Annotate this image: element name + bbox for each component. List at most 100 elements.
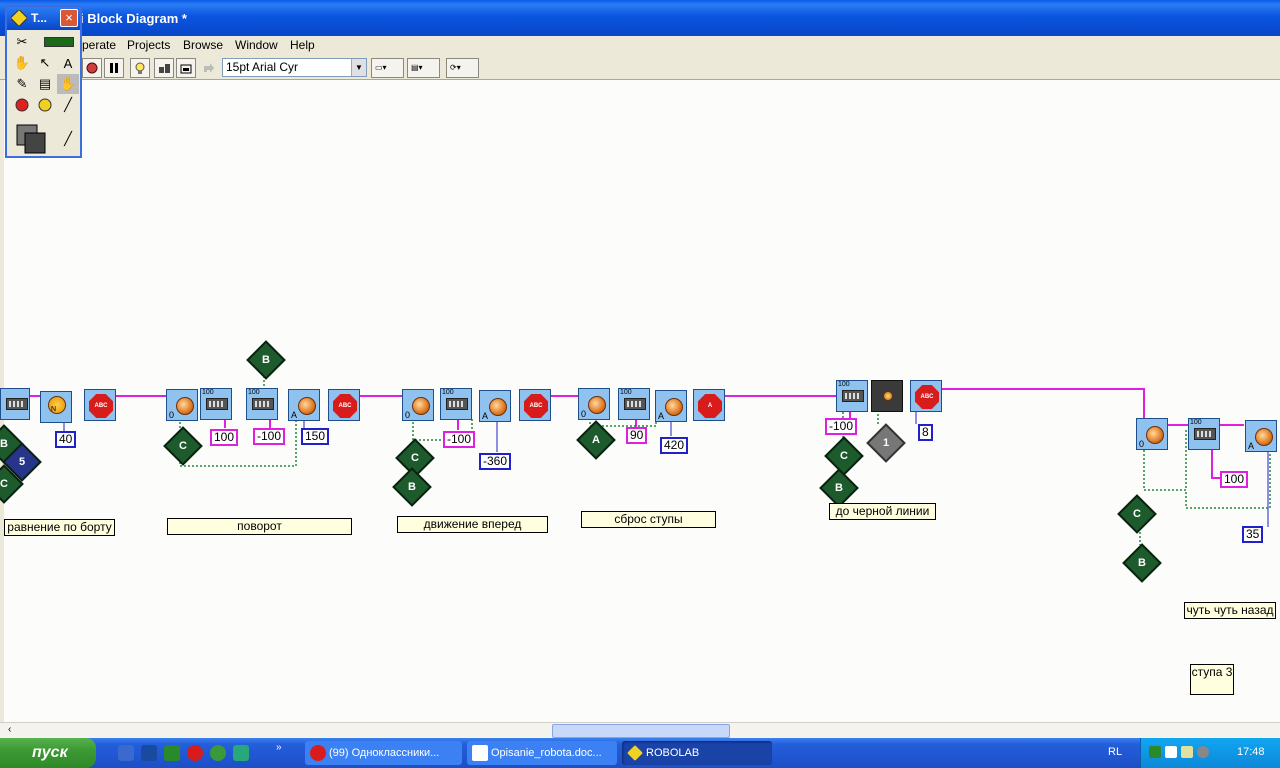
color-swatch-icon[interactable]	[13, 123, 49, 155]
motor-block[interactable]: 100	[618, 388, 650, 420]
opera-icon	[310, 745, 326, 761]
label-drop-stupa[interactable]: сброс ступы	[581, 511, 716, 528]
auto-tool-icon[interactable]: ✂	[16, 34, 28, 49]
reset-rotation-block[interactable]: 0	[1136, 418, 1168, 450]
robolab-icon	[627, 745, 643, 761]
sensor-block[interactable]	[0, 388, 30, 420]
tools-titlebar[interactable]: T... ×	[7, 7, 80, 30]
value-35[interactable]: 35	[1242, 526, 1264, 543]
label-move-forward[interactable]: движение вперед	[397, 516, 548, 533]
tray-volume-icon[interactable]	[1181, 746, 1193, 758]
label-turn[interactable]: поворот	[167, 518, 352, 535]
align-objects-dropdown[interactable]: ▭▾	[371, 58, 404, 78]
value-minus-100[interactable]: -100	[443, 431, 476, 448]
position-arrow-icon[interactable]: ↖	[39, 55, 51, 70]
menu-operate[interactable]: perate	[82, 38, 117, 52]
value-100[interactable]: 100	[210, 429, 239, 446]
value-8[interactable]: 8	[918, 424, 933, 441]
label-to-black-line[interactable]: до черной линии	[829, 503, 936, 520]
menu-projects[interactable]: Projects	[127, 38, 171, 52]
reset-rotation-block[interactable]: 0	[166, 389, 198, 421]
menu-window[interactable]: Window	[235, 38, 278, 52]
tray-security-icon[interactable]	[1197, 746, 1209, 758]
stop-block[interactable]: A	[693, 389, 725, 421]
stop-block[interactable]: ABC	[519, 389, 551, 421]
quicklaunch-ie-icon[interactable]	[118, 745, 134, 761]
motor-block[interactable]: 100	[200, 388, 232, 420]
wait-rotation-block[interactable]: A	[1245, 420, 1277, 452]
stop-block[interactable]: ABC	[84, 389, 116, 421]
font-select-value: 15pt Arial Cyr	[226, 60, 299, 74]
label-align-board[interactable]: равнение по борту	[4, 519, 115, 536]
motor-block[interactable]: 100	[440, 388, 472, 420]
quicklaunch-opera-icon[interactable]	[187, 745, 203, 761]
abort-icon[interactable]	[82, 58, 102, 78]
wait-rotation-block[interactable]: A	[479, 390, 511, 422]
window-title: i Block Diagram *	[80, 11, 187, 26]
reset-rotation-block[interactable]: 0	[402, 389, 434, 421]
wait-rotation-block[interactable]: A	[288, 389, 320, 421]
counter-block[interactable]: N	[40, 391, 72, 423]
operate-hand-icon[interactable]: ✋	[13, 55, 31, 70]
value-minus-100[interactable]: -100	[825, 418, 858, 435]
quicklaunch-word-icon[interactable]	[141, 745, 157, 761]
value-minus-360[interactable]: -360	[479, 453, 512, 470]
pause-icon[interactable]	[104, 58, 124, 78]
start-button[interactable]: пуск	[0, 738, 96, 768]
motor-block[interactable]: 100	[836, 380, 868, 412]
step-into-icon[interactable]	[154, 58, 174, 78]
wiring-tool-icon[interactable]: ✎	[16, 76, 28, 91]
value-40[interactable]: 40	[55, 431, 77, 448]
stop-block[interactable]: ABC	[328, 389, 360, 421]
chevron-more-icon[interactable]: »	[276, 742, 282, 753]
value-150[interactable]: 150	[301, 428, 330, 445]
quicklaunch-app-icon[interactable]	[233, 745, 249, 761]
wait-rotation-block[interactable]: A	[655, 390, 687, 422]
system-tray: 17:48	[1140, 738, 1280, 768]
value-90[interactable]: 90	[626, 427, 648, 444]
menu-browse[interactable]: Browse	[183, 38, 224, 52]
highlight-execution-icon[interactable]	[130, 58, 150, 78]
motor-block[interactable]: 100	[246, 388, 278, 420]
value-420[interactable]: 420	[660, 437, 689, 454]
start-label: пуск	[32, 744, 68, 761]
close-icon[interactable]: ×	[60, 9, 78, 27]
light-sensor-wait-block[interactable]	[871, 380, 903, 412]
task-robolab[interactable]: ROBOLAB	[622, 741, 772, 765]
probe-icon[interactable]	[34, 95, 56, 115]
step-over-icon[interactable]	[176, 58, 196, 78]
tray-app-icon[interactable]	[1149, 746, 1161, 758]
shortcut-menu-icon[interactable]: ▤	[38, 76, 52, 91]
robolab-icon	[11, 10, 27, 26]
breakpoint-icon[interactable]	[11, 95, 33, 115]
chevron-down-icon[interactable]: ▼	[351, 59, 366, 76]
color-copy-icon[interactable]: ╱	[64, 97, 72, 112]
scroll-hand-icon[interactable]: ✋	[57, 74, 79, 94]
tray-network-icon[interactable]	[1165, 746, 1177, 758]
distribute-objects-dropdown[interactable]: ▤▾	[407, 58, 440, 78]
label-back-a-bit[interactable]: чуть чуть назад	[1184, 602, 1276, 619]
text-tool-icon[interactable]: A	[63, 55, 73, 71]
quicklaunch-excel-icon[interactable]	[164, 745, 180, 761]
reorder-dropdown[interactable]: ⟳▾	[446, 58, 479, 78]
label-stupa-3[interactable]: ступа 3	[1190, 664, 1234, 695]
language-indicator[interactable]: RL	[1108, 746, 1123, 758]
toolbar: 15pt Arial Cyr ▼ ▭▾ ▤▾ ⟳▾	[0, 56, 1280, 80]
coloring-brush-icon[interactable]: ╱	[64, 131, 72, 146]
scrollbar-thumb[interactable]	[552, 724, 730, 738]
step-out-icon[interactable]	[198, 58, 218, 78]
font-select[interactable]: 15pt Arial Cyr ▼	[222, 58, 367, 77]
value-100[interactable]: 100	[1220, 471, 1249, 488]
reset-rotation-block[interactable]: 0	[578, 388, 610, 420]
clock[interactable]: 17:48	[1237, 746, 1265, 758]
task-odnoklassniki[interactable]: (99) Одноклассники...	[305, 741, 462, 765]
stop-block[interactable]: ABC	[910, 380, 942, 412]
motor-block[interactable]: 100	[1188, 418, 1220, 450]
tools-title: T...	[31, 11, 48, 25]
menu-help[interactable]: Help	[290, 38, 315, 52]
scroll-left-icon[interactable]: ‹	[8, 724, 12, 735]
value-minus-100[interactable]: -100	[253, 428, 286, 445]
quicklaunch-chrome-icon[interactable]	[210, 745, 226, 761]
horizontal-scrollbar[interactable]: ‹	[0, 722, 1280, 738]
task-word-doc[interactable]: Opisanie_robota.doc...	[467, 741, 617, 765]
